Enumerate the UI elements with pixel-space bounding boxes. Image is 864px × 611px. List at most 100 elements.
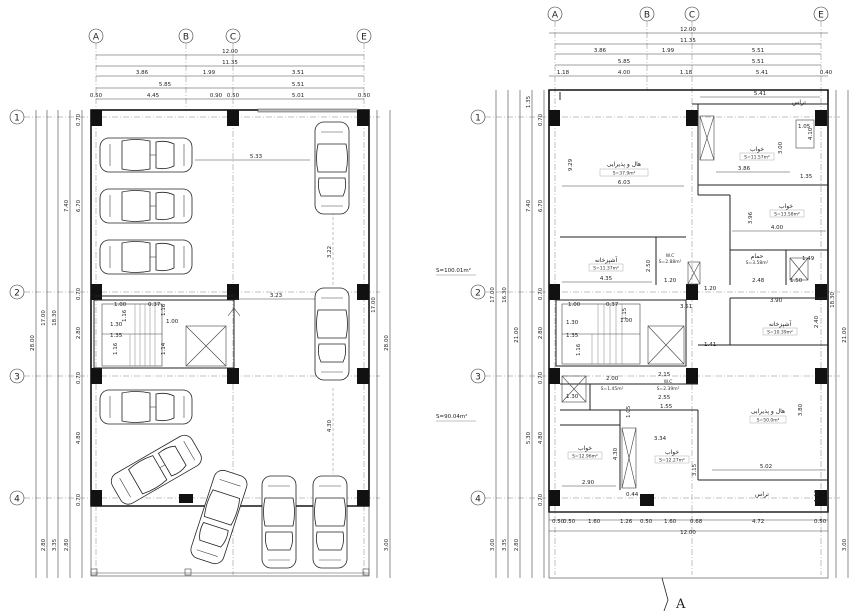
room-bedroom-1: خواب S=11.57m² 3.86 3.00 1.05 4.10 1.35 — [716, 124, 814, 180]
r-dim-4-00: 4.00 — [618, 70, 631, 76]
axis-a-right: A — [552, 11, 559, 21]
r-dim-right-21-00: 21.00 — [842, 327, 848, 343]
axis-e: E — [361, 33, 367, 43]
dim-2-55: 2.55 — [658, 395, 671, 401]
kitchen2-area: S=10.39m² — [767, 330, 793, 336]
dim-1-20: 1.20 — [704, 286, 717, 292]
axis-b-right: B — [644, 11, 650, 21]
room-wc-2: 2.00 2.15 W.C S=2.39m² S=1.45m² 2.55 1.5… — [566, 372, 680, 418]
left-right-dimensions: 17.00 28.00 3.00 — [371, 110, 391, 578]
dim-right-28-00: 28.00 — [384, 335, 390, 351]
hall2-area: S=50.0m² — [757, 418, 780, 424]
room-kitchen-2: 3.90 آشپزخانه S=10.39m² 2.40 1.41 — [704, 298, 820, 348]
r-stair-dim-1-00b: 1.00 — [620, 318, 633, 324]
car-8 — [188, 467, 250, 567]
room-bedroom-4: 3.34 خواب S=12.27m² 3.15 0.44 — [626, 436, 698, 498]
parking-columns — [91, 110, 369, 506]
room-bedroom-3: خواب S=12.96m² 2.90 4.30 — [562, 445, 619, 487]
axis-4: 4 — [14, 495, 20, 505]
dim-0-70b: 0.70 — [76, 287, 82, 300]
r-dim-21-00: 21.00 — [514, 327, 520, 343]
dim-3-23: 3.23 — [270, 293, 283, 299]
left-row-axes: 1 2 3 4 — [9, 109, 380, 506]
wc1-area: S=2.88m² — [659, 259, 682, 265]
axis-b: B — [183, 33, 189, 43]
car-1 — [99, 137, 193, 173]
axis-c-right: C — [689, 11, 695, 21]
room-bedroom-2: خواب S=13.58m² 4.00 3.96 — [732, 203, 826, 232]
stair-dim-1-00b: 1.00 — [166, 319, 179, 325]
dim-4-80: 4.80 — [76, 431, 82, 444]
wc1-label: W.C — [666, 253, 675, 259]
bed1-label: خواب — [750, 146, 764, 153]
r-stair-dim-1-35: 1.35 — [566, 333, 579, 339]
stair-dim-1-00a: 1.00 — [114, 302, 127, 308]
stair-dim-1-30: 1.30 — [110, 322, 123, 328]
car-9 — [261, 475, 297, 569]
r-dim-0-70d: 0.70 — [538, 493, 544, 506]
r-bot-overall: 12.00 — [680, 530, 696, 536]
room-terrace-bottom: تراس 1.10 — [755, 489, 820, 502]
dim-7-40: 7.40 — [64, 199, 70, 212]
bed4-area: S=12.27m² — [659, 458, 685, 464]
dim-0-50c: 0.50 — [358, 93, 371, 99]
right-row-axes: 1 2 3 4 — [470, 109, 840, 506]
bath1-dim-c: 1.50 — [790, 278, 803, 284]
dim-overall: 12.00 — [222, 49, 238, 55]
parked-cars — [99, 121, 350, 569]
hall1-area: S=37.9m² — [613, 171, 636, 177]
dim-3-86: 3.86 — [136, 70, 149, 76]
dim-1-05-right: 1.05 — [626, 405, 632, 418]
r-bot-4-72: 4.72 — [752, 519, 764, 525]
car-10 — [312, 475, 348, 569]
dim-0-70d: 0.70 — [76, 493, 82, 506]
terrace-top-label: تراس — [792, 99, 806, 106]
car-3 — [99, 239, 193, 275]
room-hall-1: هال و پذیرایی S=37.9m² 6.03 9.29 — [562, 158, 684, 187]
bed4-label: خواب — [665, 449, 679, 456]
r-dim-0-70b: 0.70 — [538, 287, 544, 300]
r-dim-inner: 11.35 — [680, 38, 696, 44]
r-dim-1-99: 1.99 — [662, 48, 675, 54]
r-dim-2-80: 2.80 — [538, 326, 544, 339]
bath1-dim-b: 2.48 — [752, 278, 765, 284]
hall1-width: 6.03 — [618, 180, 631, 186]
dim-1-99: 1.99 — [203, 70, 216, 76]
r-bot-1-60b: 1.60 — [664, 519, 677, 525]
kitchen2-height: 2.40 — [814, 315, 820, 328]
dim-2-15: 2.15 — [658, 372, 671, 378]
left-top-dimensions: 12.00 11.35 3.86 1.99 3.51 5.85 5.51 0.5… — [90, 49, 371, 100]
bath1-label: حمام — [751, 253, 764, 260]
bed2-width: 4.00 — [771, 225, 784, 231]
bed1-area: S=11.57m² — [744, 155, 770, 161]
left-plan-parking: A B C E 12.00 11.35 3.86 1.99 3.51 5.85 … — [9, 28, 391, 578]
dim-2-80a: 2.80 — [76, 326, 82, 339]
r-dim-1-18b: 1.18 — [680, 70, 693, 76]
r-bot-0-50c: 0.50 — [640, 519, 653, 525]
dim-18-30: 18.30 — [52, 310, 58, 326]
dim-right-3-00: 3.00 — [384, 538, 390, 551]
dim-3-51-right: 3.51 — [680, 304, 692, 310]
r-dim-overall: 12.00 — [680, 27, 696, 33]
room-wc-1: W.C S=2.88m² 1.20 1.20 — [659, 253, 717, 292]
r-dim-3-00: 3.00 — [490, 538, 496, 551]
dim-0-70c: 0.70 — [76, 371, 82, 384]
dim-5-85: 5.85 — [159, 82, 172, 88]
dim-17-00: 17.00 — [41, 310, 47, 326]
stair-dim-1-16b: 1.16 — [122, 309, 128, 322]
hall1-height: 9.29 — [568, 158, 574, 171]
axis-4-right: 4 — [475, 495, 481, 505]
axis-3-right: 3 — [475, 373, 481, 383]
corner-mark-mid — [184, 568, 192, 576]
right-top-dimensions: 12.00 11.35 3.86 1.99 5.51 5.85 5.51 1.1… — [549, 27, 833, 77]
right-plan-apartment: A B C E 12.00 11.35 3.86 1.99 5.51 5.85 … — [470, 6, 849, 611]
r-dim-1-35: 1.35 — [526, 95, 532, 108]
axis-3: 3 — [14, 373, 20, 383]
area-upper: S=100.01m² — [436, 267, 471, 274]
axis-c: C — [230, 33, 236, 43]
wc1-dim: 1.20 — [664, 278, 677, 284]
r-dim-2-80b: 2.80 — [514, 538, 520, 551]
kitchen2-label: آشپزخانه — [769, 319, 792, 328]
r-stair-dim-1-30: 1.30 — [566, 320, 579, 326]
